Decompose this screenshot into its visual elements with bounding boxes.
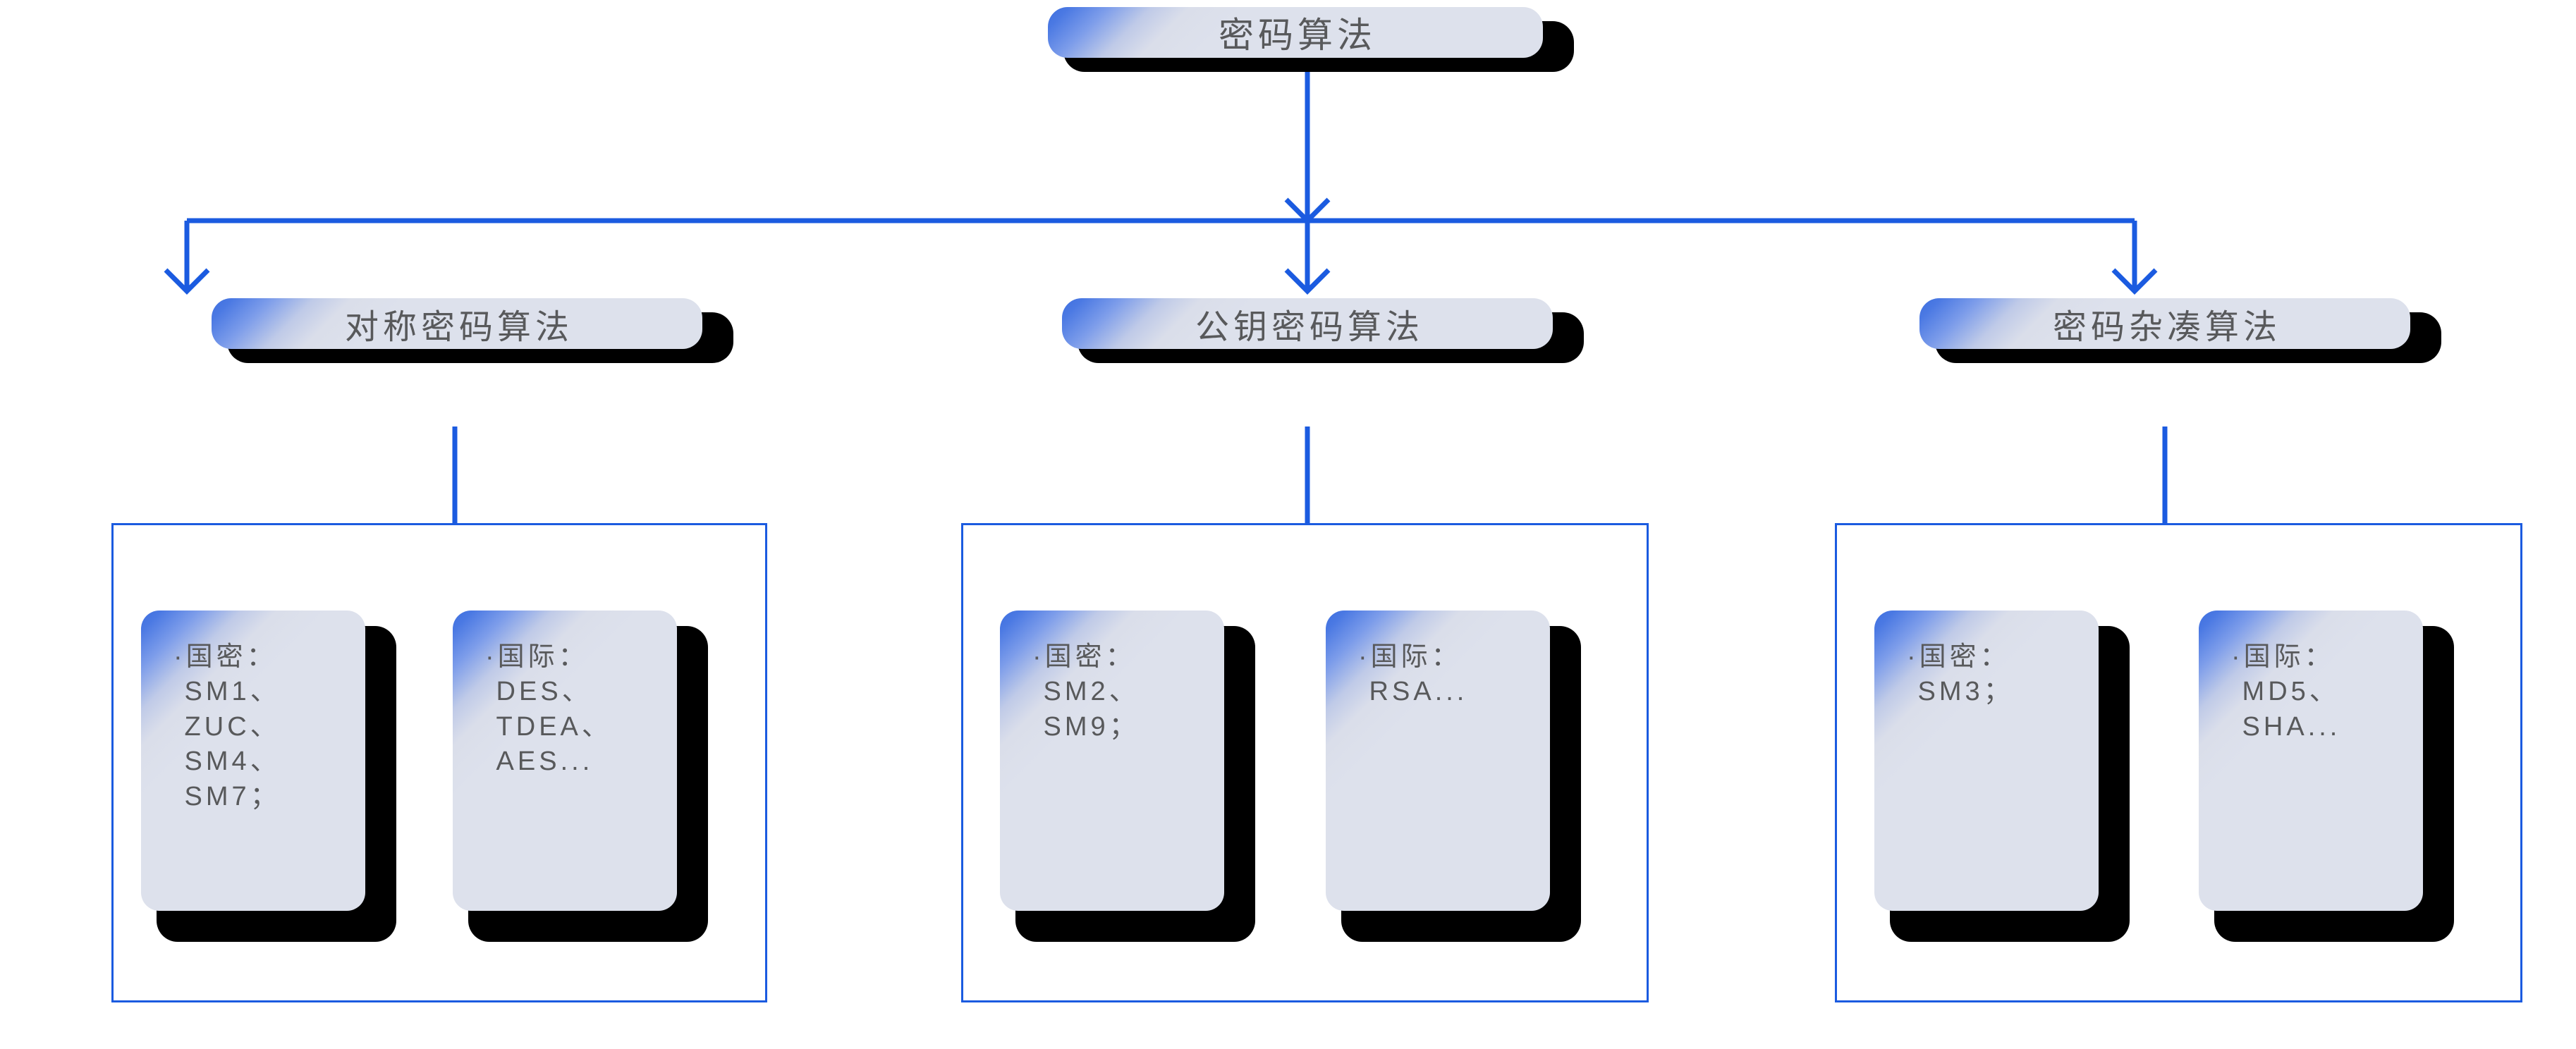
branch-arrowhead-center bbox=[1284, 268, 1331, 295]
leaf-card-body[interactable]: ·国际： MD5、 SHA... bbox=[2199, 611, 2423, 911]
branch-arrowhead-right bbox=[2111, 268, 2158, 295]
branch-node-public-key[interactable]: 公钥密码算法 bbox=[1062, 298, 1584, 363]
leaf-card-text: ·国密： SM1、 ZUC、 SM4、 SM7； bbox=[173, 642, 281, 811]
leaf-card-text: ·国际： MD5、 SHA... bbox=[2231, 642, 2341, 742]
branch-node-body[interactable]: 对称密码算法 bbox=[212, 298, 702, 349]
leaf-card-body[interactable]: ·国际： RSA... bbox=[1326, 611, 1550, 911]
root-node-body[interactable]: 密码算法 bbox=[1048, 7, 1543, 58]
leaf-card-hash-international[interactable]: ·国际： MD5、 SHA... bbox=[2199, 611, 2454, 942]
leaf-card-text: ·国际： RSA... bbox=[1358, 642, 1468, 707]
leaf-card-hash-domestic[interactable]: ·国密： SM3； bbox=[1874, 611, 2130, 942]
group-container-hash bbox=[1835, 523, 2522, 1002]
leaf-card-symmetric-international[interactable]: ·国际： DES、 TDEA、 AES... bbox=[453, 611, 708, 942]
leaf-card-public-key-international[interactable]: ·国际： RSA... bbox=[1326, 611, 1581, 942]
group-container-public-key bbox=[961, 523, 1649, 1002]
branch-node-label: 公钥密码算法 bbox=[1195, 309, 1424, 346]
branch-node-body[interactable]: 公钥密码算法 bbox=[1062, 298, 1553, 349]
group-container-symmetric bbox=[111, 523, 767, 1002]
leaf-card-body[interactable]: ·国密： SM2、 SM9； bbox=[1000, 611, 1224, 911]
branch-node-body[interactable]: 密码杂凑算法 bbox=[1919, 298, 2410, 349]
root-node[interactable]: 密码算法 bbox=[1048, 7, 1574, 72]
root-node-label: 密码算法 bbox=[1219, 16, 1376, 55]
branch-node-label: 对称密码算法 bbox=[344, 309, 573, 346]
leaf-card-body[interactable]: ·国密： SM1、 ZUC、 SM4、 SM7； bbox=[141, 611, 365, 911]
leaf-card-public-key-domestic[interactable]: ·国密： SM2、 SM9； bbox=[1000, 611, 1255, 942]
branch-node-label: 密码杂凑算法 bbox=[2052, 309, 2281, 346]
leaf-card-text: ·国际： DES、 TDEA、 AES... bbox=[485, 642, 612, 777]
leaf-card-text: ·国密： SM3； bbox=[1907, 642, 2014, 707]
leaf-card-body[interactable]: ·国密： SM3； bbox=[1874, 611, 2099, 911]
leaf-card-body[interactable]: ·国际： DES、 TDEA、 AES... bbox=[453, 611, 677, 911]
branch-node-symmetric[interactable]: 对称密码算法 bbox=[212, 298, 733, 363]
leaf-card-text: ·国密： SM2、 SM9； bbox=[1032, 642, 1140, 742]
leaf-card-symmetric-domestic[interactable]: ·国密： SM1、 ZUC、 SM4、 SM7； bbox=[141, 611, 396, 942]
branch-node-hash[interactable]: 密码杂凑算法 bbox=[1919, 298, 2441, 363]
branch-arrowhead-left bbox=[164, 268, 210, 295]
